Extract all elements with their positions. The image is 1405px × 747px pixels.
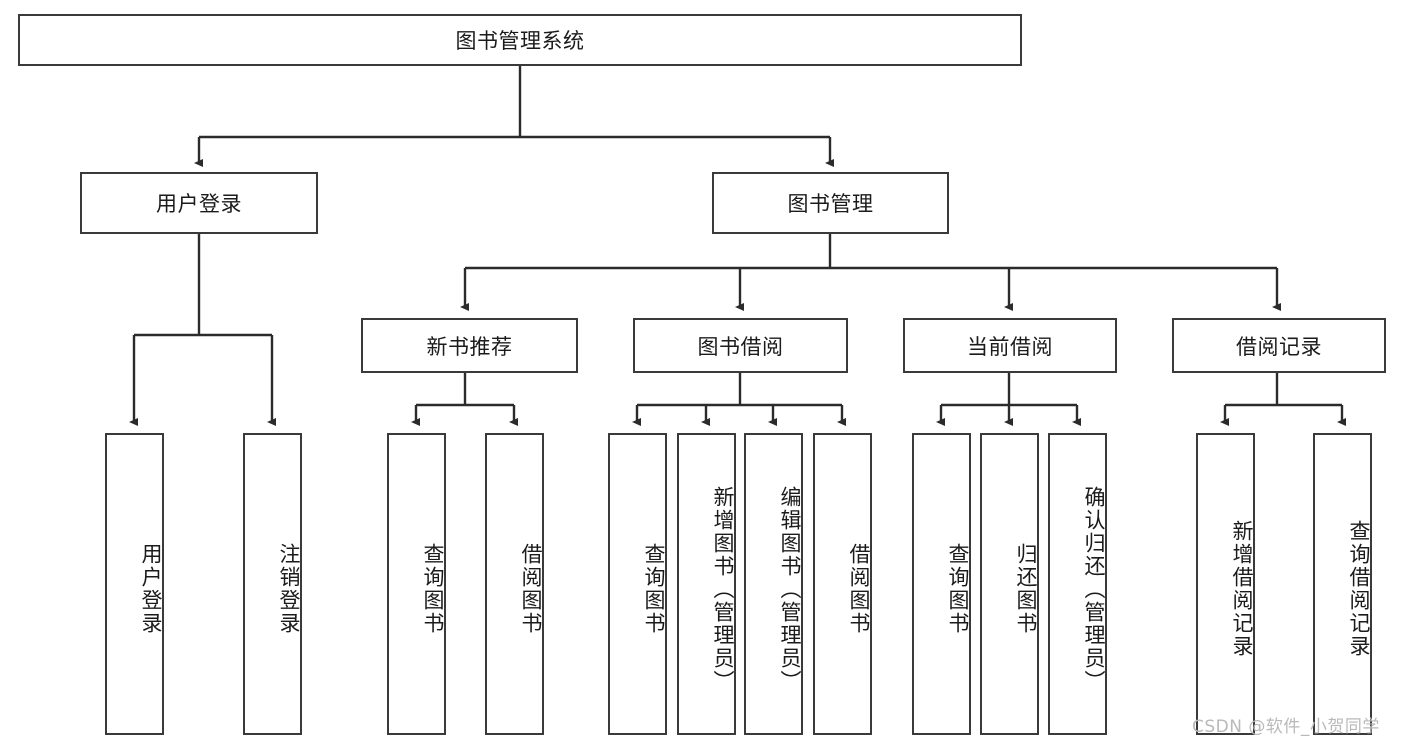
leaf-book-borrow-query[interactable]: 查询图书 — [608, 433, 667, 735]
node-borrow-record[interactable]: 借阅记录 — [1172, 318, 1386, 373]
leaf-user-login-logout[interactable]: 注销登录 — [243, 433, 302, 735]
node-user-login-label: 用户登录 — [156, 192, 242, 216]
leaf-label: 查询图书 — [946, 543, 970, 635]
leaf-current-borrow-confirm-return[interactable]: 确认归还（管理员） — [1048, 433, 1107, 735]
node-book-borrow[interactable]: 图书借阅 — [633, 318, 848, 373]
leaf-label: 注销登录 — [277, 543, 301, 635]
node-borrow-record-label: 借阅记录 — [1236, 334, 1322, 359]
leaf-label: 新增借阅记录 — [1230, 520, 1254, 658]
leaf-label: 查询图书 — [642, 543, 666, 635]
leaf-label: 查询图书 — [421, 543, 445, 635]
leaf-label: 用户登录 — [139, 543, 163, 635]
leaf-book-borrow-edit[interactable]: 编辑图书（管理员） — [744, 433, 803, 735]
node-new-book-recommend-label: 新书推荐 — [426, 334, 513, 359]
leaf-current-borrow-query[interactable]: 查询图书 — [912, 433, 971, 735]
leaf-borrow-record-query[interactable]: 查询借阅记录 — [1313, 433, 1372, 735]
node-book-management-label: 图书管理 — [787, 192, 874, 216]
leaf-label: 编辑图书（管理员） — [778, 485, 802, 693]
node-book-management[interactable]: 图书管理 — [712, 172, 949, 234]
leaf-user-login-login[interactable]: 用户登录 — [105, 433, 164, 735]
leaf-label: 借阅图书 — [519, 543, 543, 635]
leaf-label: 新增图书（管理员） — [711, 485, 735, 693]
leaf-new-book-borrow[interactable]: 借阅图书 — [485, 433, 544, 735]
node-current-borrow[interactable]: 当前借阅 — [903, 318, 1117, 373]
leaf-book-borrow-borrow[interactable]: 借阅图书 — [813, 433, 872, 735]
leaf-current-borrow-return[interactable]: 归还图书 — [980, 433, 1039, 735]
node-new-book-recommend[interactable]: 新书推荐 — [361, 318, 578, 373]
node-root[interactable]: 图书管理系统 — [18, 14, 1022, 66]
leaf-borrow-record-add[interactable]: 新增借阅记录 — [1196, 433, 1255, 735]
leaf-label: 借阅图书 — [847, 543, 871, 635]
leaf-label: 归还图书 — [1014, 543, 1038, 635]
node-user-login[interactable]: 用户登录 — [80, 172, 318, 234]
watermark: CSDN @软件_小贺同学 — [1192, 717, 1380, 737]
leaf-book-borrow-add[interactable]: 新增图书（管理员） — [677, 433, 736, 735]
leaf-new-book-query[interactable]: 查询图书 — [387, 433, 446, 735]
node-book-borrow-label: 图书借阅 — [697, 334, 784, 359]
node-root-label: 图书管理系统 — [455, 29, 585, 53]
node-current-borrow-label: 当前借阅 — [967, 334, 1053, 359]
leaf-label: 查询借阅记录 — [1347, 520, 1371, 658]
leaf-label: 确认归还（管理员） — [1082, 485, 1106, 693]
